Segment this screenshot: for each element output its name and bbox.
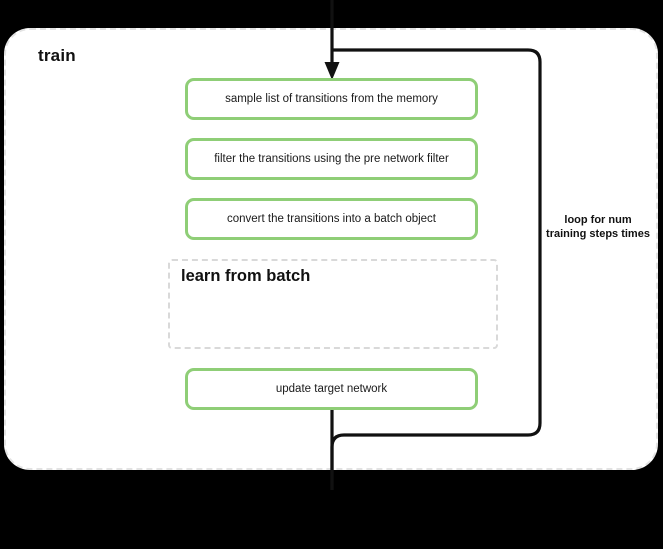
step-box-filter[interactable]: filter the transitions using the pre net… <box>185 138 478 180</box>
step-label: update target network <box>275 382 388 395</box>
step-box-update[interactable]: update target network <box>185 368 478 410</box>
step-label: filter the transitions using the pre net… <box>214 152 449 165</box>
step-label: sample list of transitions from the memo… <box>225 92 438 105</box>
step-label: convert the transitions into a batch obj… <box>226 212 437 225</box>
learn-from-batch-block <box>168 259 498 349</box>
page-title: train <box>38 46 76 65</box>
step-box-convert[interactable]: convert the transitions into a batch obj… <box>185 198 478 240</box>
loop-caption: loop for num training steps times <box>546 214 650 241</box>
step-box-sample[interactable]: sample list of transitions from the memo… <box>185 78 478 120</box>
learn-from-batch-title: learn from batch <box>181 267 311 285</box>
